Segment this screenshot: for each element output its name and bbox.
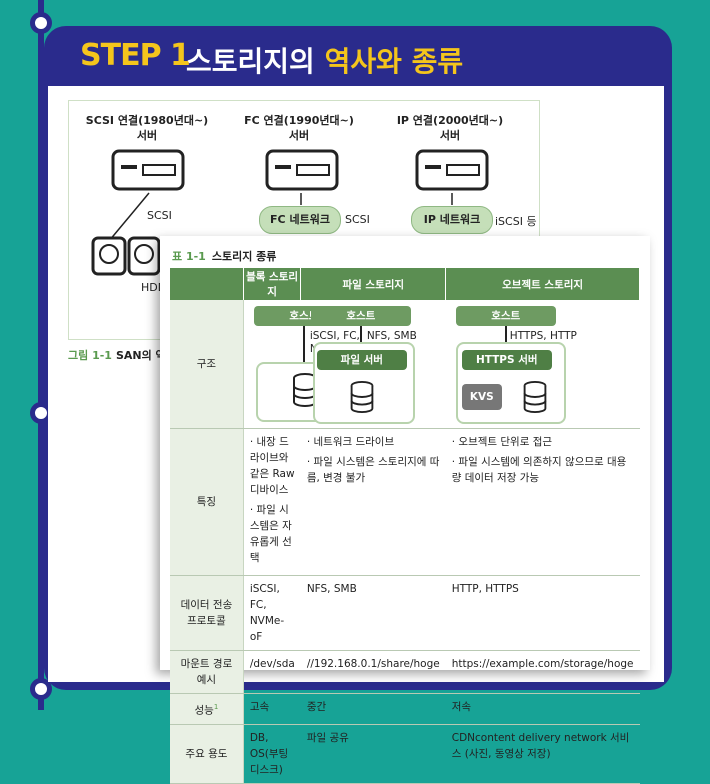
host-box: 호스트 — [455, 306, 556, 326]
row-label: 특징 — [170, 428, 244, 576]
link-label: SCSI — [147, 209, 172, 222]
figure-col-title: SCSI 연결(1980년대~) 서버 — [85, 114, 209, 142]
page-title: 스토리지의 역사와 종류 — [186, 45, 464, 78]
block-diagram: 호스트 iSCSI, FC, NVMe-oF — [244, 300, 360, 428]
table-row: 구조 호스트 iSCSI, FC, NVMe-oF 호스트 — [170, 300, 640, 429]
ip-network: IP 네트워크 — [411, 206, 493, 234]
connection-lines — [108, 192, 453, 242]
database-icon — [523, 380, 547, 414]
san-history-figure: SCSI 연결(1980년대~) 서버 FC 연결(1990년대~) 서버 IP… — [68, 100, 540, 340]
protocol-label: NFS, SMB — [366, 330, 417, 342]
hdd-icon — [91, 236, 161, 276]
protocol-label: HTTPS, HTTP — [509, 330, 577, 342]
https-server-box: HTTPS 서버 — [461, 350, 552, 370]
left-rail — [38, 0, 44, 710]
file-diagram: 호스트 NFS, SMB 파일 서버 — [301, 300, 446, 428]
database-icon — [350, 380, 374, 414]
server-icon — [111, 149, 185, 191]
table-row: 주요 용도 DB, OS(부팅 디스크) 파일 공유 CDNcontent de… — [170, 724, 640, 784]
figure-col-title: FC 연결(1990년대~) 서버 — [244, 114, 354, 142]
row-label: 데이터 전송 프로토콜 — [170, 575, 244, 651]
host-box: 호스트 — [310, 306, 411, 326]
table-row: 데이터 전송 프로토콜 iSCSI, FC, NVMe-oF NFS, SMB … — [170, 575, 640, 651]
header-file: 파일 스토리지 — [300, 268, 447, 300]
rail-dot-bottom — [30, 678, 52, 700]
file-server-box: 파일 서버 — [316, 350, 407, 370]
header-object: 오브젝트 스토리지 — [445, 268, 640, 300]
feature-list: 오브젝트 단위로 접근 파일 시스템에 의존하지 않으므로 대용량 데이터 저장… — [452, 434, 634, 486]
table-row: 마운트 경로 예시 /dev/sda //192.168.0.1/share/h… — [170, 650, 640, 694]
storage-types-table: 블록 스토리지 파일 스토리지 오브젝트 스토리지 구조 호스트 iSCSI, … — [170, 268, 640, 784]
object-diagram: 호스트 HTTPS, HTTP HTTPS 서버 KVS — [446, 300, 640, 428]
kvs-box: KVS — [461, 384, 502, 410]
table-row: 특징 내장 드라이브와 같은 Raw 디바이스 파일 시스템은 자유롭게 선택 … — [170, 428, 640, 576]
link-label: SCSI — [345, 213, 370, 226]
server-icon — [415, 149, 489, 191]
header-block: 블록 스토리지 — [243, 268, 302, 300]
table-row: 성능1 고속 중간 저속 — [170, 693, 640, 725]
step-label: STEP 1 — [80, 38, 191, 73]
link-label: iSCSI 등 — [495, 215, 537, 228]
table-header-row: 블록 스토리지 파일 스토리지 오브젝트 스토리지 — [170, 268, 640, 300]
row-label: 마운트 경로 예시 — [170, 650, 244, 694]
server-icon — [265, 149, 339, 191]
rail-dot-top — [30, 12, 52, 34]
feature-list: 내장 드라이브와 같은 Raw 디바이스 파일 시스템은 자유롭게 선택 — [250, 434, 295, 566]
fc-network: FC 네트워크 — [259, 206, 341, 234]
row-label: 주요 용도 — [170, 724, 244, 784]
figure-col-title: IP 연결(2000년대~) 서버 — [396, 114, 504, 142]
feature-list: 네트워크 드라이브 파일 시스템은 스토리지에 따름, 변경 불가 — [307, 434, 440, 486]
row-label: 성능1 — [170, 693, 244, 725]
row-label: 구조 — [170, 300, 244, 429]
hdd-label: HDD — [141, 281, 167, 294]
